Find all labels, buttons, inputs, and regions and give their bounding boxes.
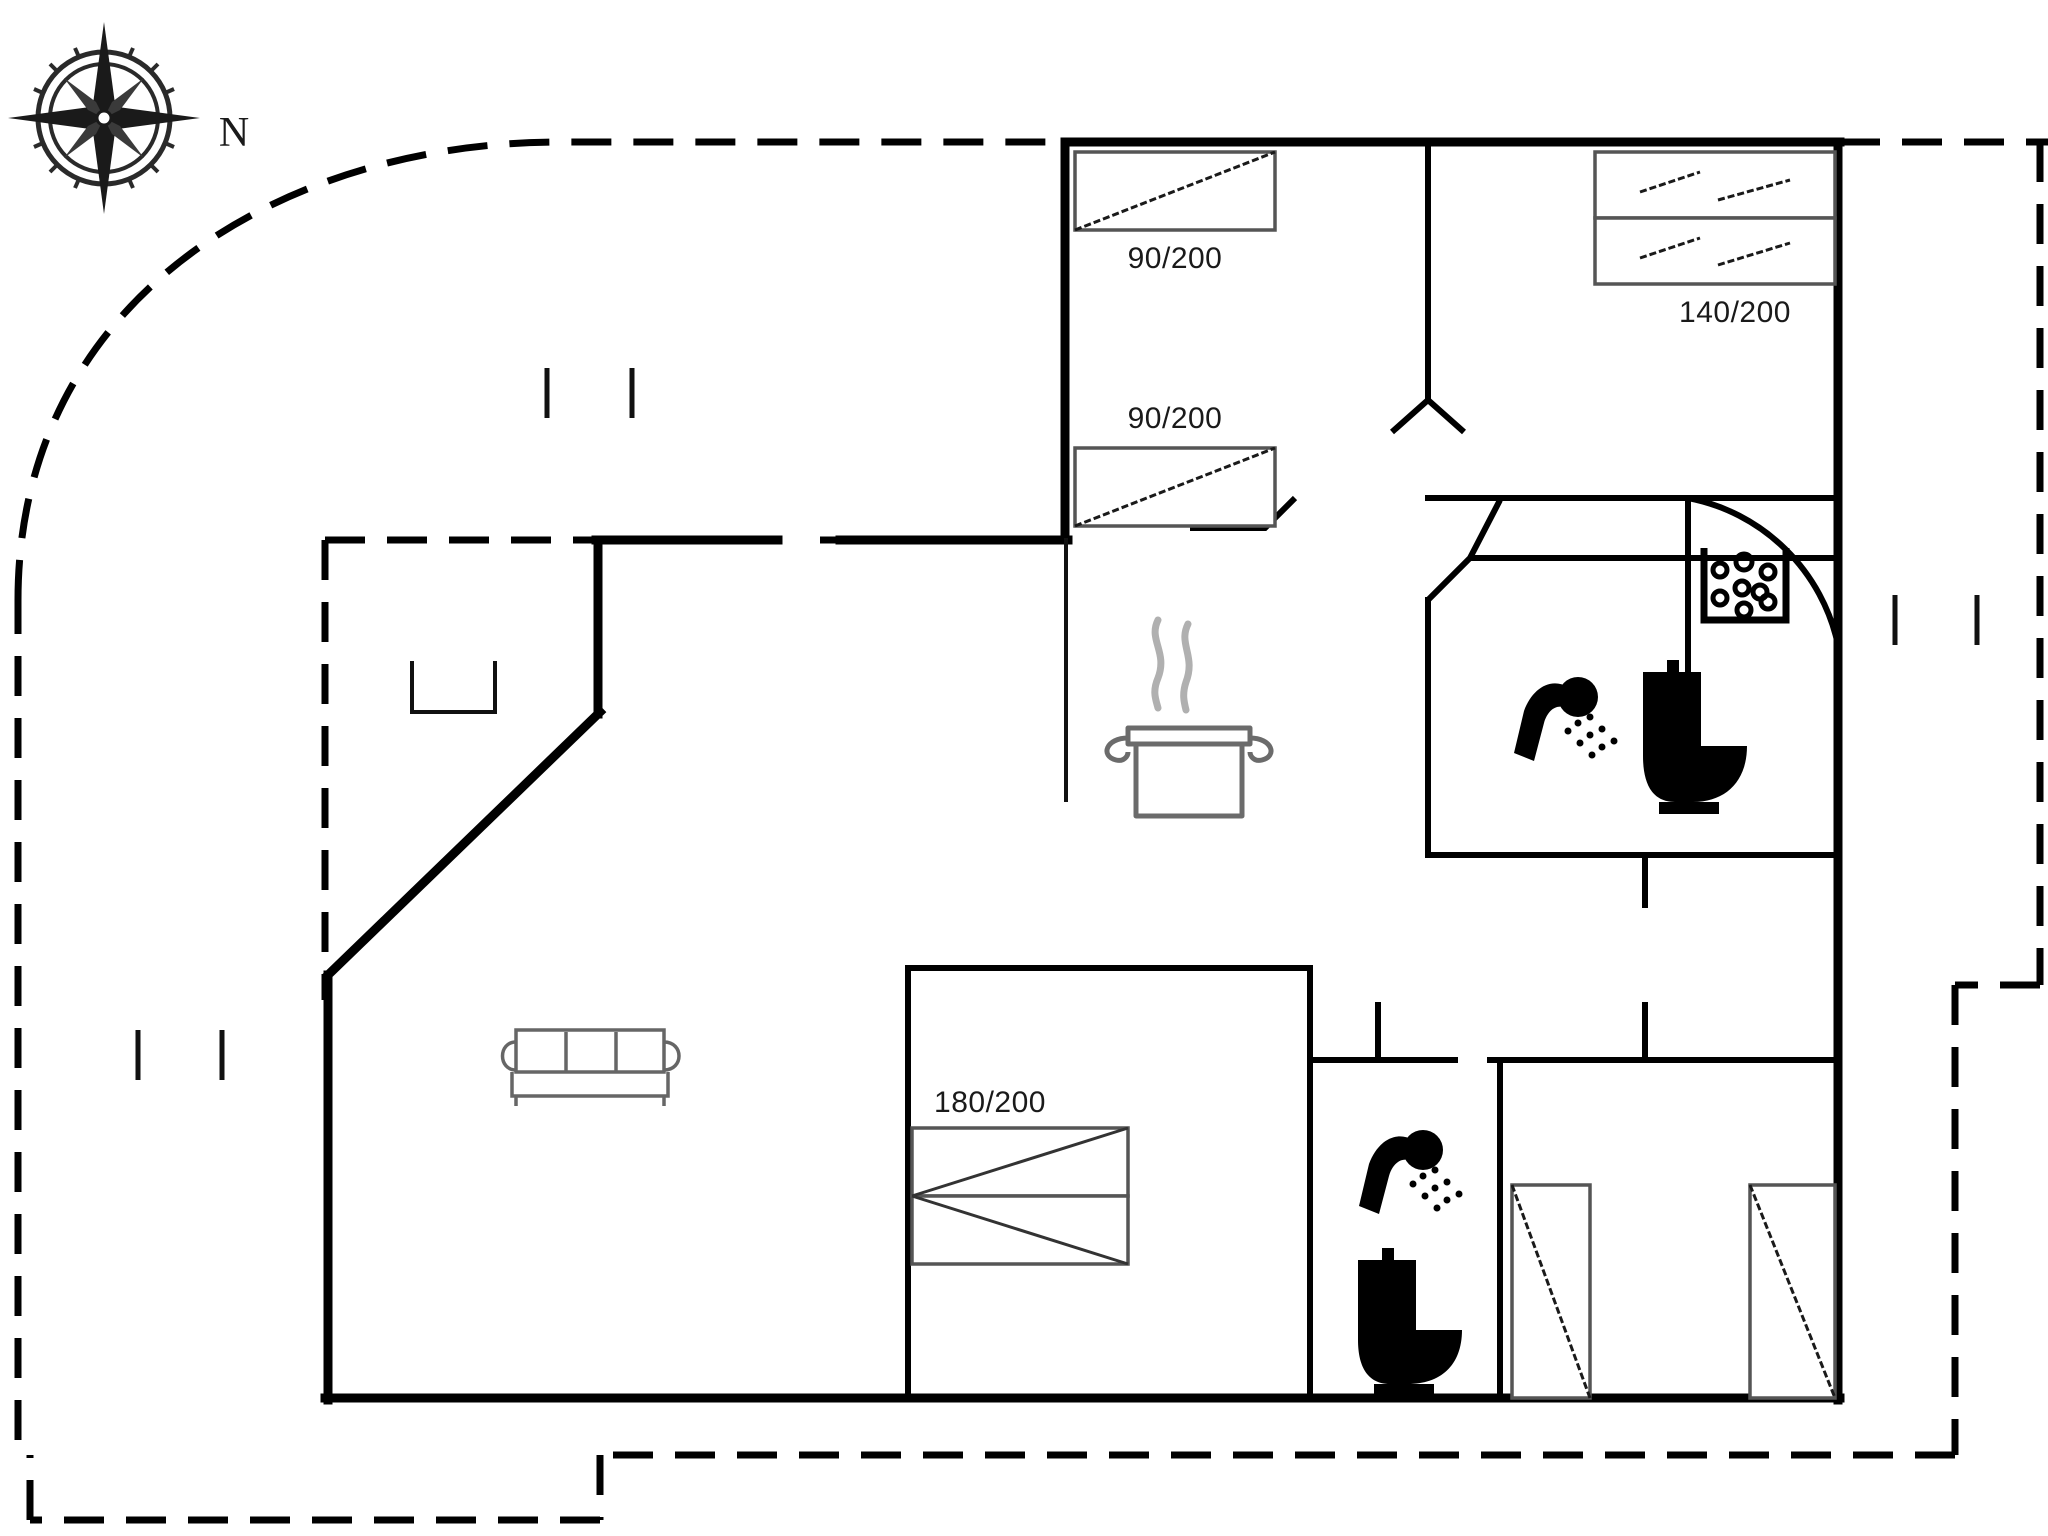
- toilet-bowl: [1643, 734, 1747, 802]
- sofa-backrest: [514, 1028, 666, 1074]
- cooking-pot-icon: [1104, 616, 1274, 819]
- laundry-bubbles: [1710, 551, 1778, 620]
- compass-point-s: [93, 118, 115, 214]
- bed-lower-center-duvet-lower: [911, 1194, 1129, 1266]
- bed-top-right-frame-upper: [1593, 150, 1837, 220]
- toilet-cistern: [1643, 672, 1701, 734]
- shower-icon: [1359, 1130, 1463, 1214]
- pot-steam-left: [1151, 616, 1165, 712]
- sofa-arm-left: [500, 1040, 517, 1072]
- bed-top-right-duvet-c: [1639, 236, 1701, 260]
- wall-diagonal: [321, 705, 607, 982]
- sofa-arm-right: [663, 1040, 681, 1072]
- laundry-basket-outline: [1700, 548, 1790, 624]
- bed-lower-right-b-duvet: [1748, 1184, 1837, 1399]
- sofa-base: [510, 1072, 670, 1098]
- compass-point-sw: [64, 118, 104, 158]
- bed-lower-center-label: 180/200: [934, 1086, 1046, 1119]
- pot-handle-left: [1104, 735, 1131, 763]
- pot-handle-right: [1247, 735, 1274, 763]
- pot-body: [1133, 744, 1245, 819]
- toilet-icon: [1643, 660, 1747, 814]
- bed-lower-right-a: [1510, 1183, 1592, 1400]
- bed-top-right-duvet-d: [1717, 241, 1791, 267]
- bed-top-right-frame-lower: [1593, 216, 1837, 286]
- terrace-edge-curve-top-left: [14, 138, 1065, 601]
- counter-icon: [410, 661, 497, 714]
- counter-outline: [410, 661, 497, 714]
- shower-spray: [1564, 713, 1618, 759]
- bed-top-left: [1073, 150, 1277, 232]
- compass-center: [95, 109, 113, 127]
- washing-machine-icon: [1700, 548, 1790, 624]
- bed-lower-center-duvet-upper: [911, 1126, 1129, 1198]
- terrace-boundary: [14, 138, 2048, 1524]
- toilet-flush-button: [1382, 1248, 1394, 1260]
- pot-rim: [1125, 725, 1253, 747]
- toilet-base: [1659, 802, 1719, 814]
- shower-arm: [1359, 1136, 1413, 1214]
- compass-north-label: N: [219, 110, 249, 156]
- shower-head: [1403, 1130, 1443, 1170]
- bed-top-right-duvet-b: [1717, 178, 1791, 202]
- shower-head: [1558, 677, 1598, 717]
- toilet-flush-button: [1667, 660, 1679, 672]
- compass-point-ne: [104, 78, 144, 118]
- bed-lower-center: [910, 1126, 1130, 1266]
- compass-point-n: [93, 22, 115, 118]
- shower-icon: [1514, 677, 1618, 761]
- bed-top-right-duvet-a: [1639, 170, 1701, 194]
- bed-top-right-label: 140/200: [1679, 296, 1791, 329]
- compass-point-w: [8, 107, 104, 129]
- toilet-base: [1374, 1384, 1434, 1396]
- compass-point-se: [104, 118, 144, 158]
- compass-point-e: [104, 107, 200, 129]
- window-markers: [135, 368, 1980, 1080]
- bed-lower-right-a-duvet: [1510, 1184, 1592, 1399]
- toilet-bowl: [1358, 1318, 1462, 1384]
- bed-middle-left-duvet: [1074, 446, 1276, 528]
- compass-point-nw: [64, 78, 104, 118]
- pot-steam-right: [1180, 620, 1193, 714]
- toilet-icon: [1358, 1248, 1462, 1396]
- interior-walls: [905, 142, 1841, 1401]
- door-bedroom1-icon: [1390, 370, 1466, 435]
- bed-top-right: [1593, 150, 1837, 286]
- compass-rose-icon: [8, 22, 200, 214]
- bed-middle-left-label: 90/200: [1128, 402, 1223, 435]
- bed-top-left-label: 90/200: [1128, 242, 1223, 275]
- bed-top-left-duvet: [1074, 150, 1276, 232]
- door-bathroom1-icon: [1425, 498, 1838, 603]
- shower-spray: [1409, 1166, 1463, 1212]
- bed-lower-right-b: [1748, 1183, 1837, 1400]
- shower-arm: [1514, 683, 1568, 761]
- sofa-icon: [500, 1028, 681, 1106]
- bed-middle-left: [1073, 446, 1277, 528]
- door-bedroom2-icon: [1190, 495, 1298, 531]
- toilet-cistern: [1358, 1260, 1416, 1318]
